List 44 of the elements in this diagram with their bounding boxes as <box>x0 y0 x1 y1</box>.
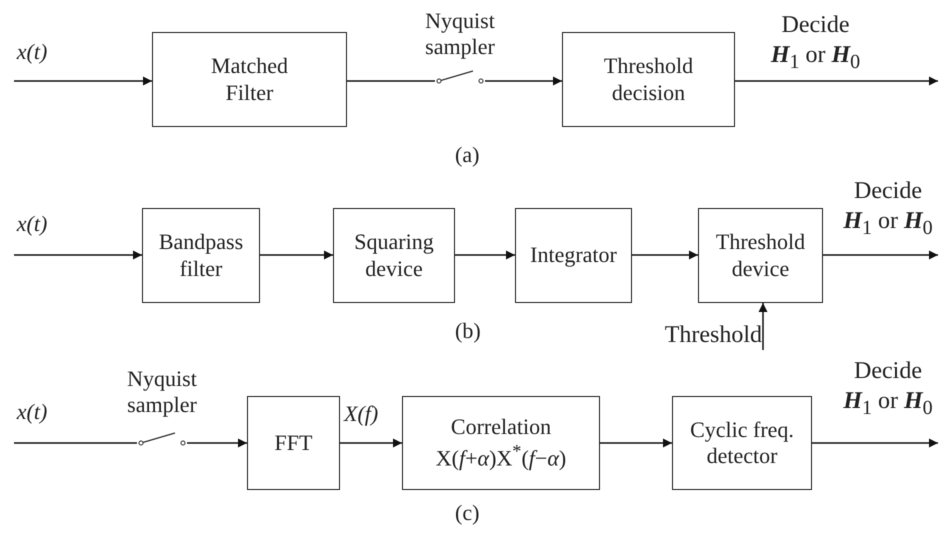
node-text: Cyclic freq. detector <box>689 416 795 470</box>
signal-name: x(t) <box>16 398 48 426</box>
process-box <box>152 32 347 127</box>
node-text: Threshold decision <box>604 53 694 106</box>
process-box <box>698 208 823 303</box>
node-text: Squaring device <box>353 229 435 282</box>
process-box <box>515 208 632 303</box>
signal-name: x(t) <box>16 210 48 238</box>
arrow <box>14 250 142 260</box>
panel-label: (c) <box>455 500 480 526</box>
node-text: Decide H$_{1}$ or H$_{0}$ <box>770 11 862 75</box>
arrow <box>14 76 152 86</box>
node-text: Nyquist sampler <box>424 8 496 61</box>
signal-name: x(t) <box>16 38 48 66</box>
arrow <box>485 76 562 86</box>
node-text: Decide H$_{1}$ or H$_{0}$ <box>842 177 934 241</box>
panel-label: (a) <box>455 142 480 168</box>
arrow <box>735 76 938 86</box>
arrow <box>758 303 768 350</box>
process-box <box>562 32 735 127</box>
node-text: Bandpass filter <box>158 229 244 282</box>
node-text: Decide H$_{1}$ or H$_{0}$ <box>842 357 934 421</box>
process-box <box>142 208 260 303</box>
arrow <box>260 250 333 260</box>
node-text: Threshold device <box>714 229 806 282</box>
node-text: Matched Filter <box>210 53 289 106</box>
node-text: Threshold <box>664 321 762 350</box>
formula-text: X(f+α)X$^{*}$(f−α) <box>436 440 566 472</box>
arrow <box>455 250 515 260</box>
arrow <box>600 438 672 448</box>
node-text: Correlation <box>450 414 552 441</box>
arrow <box>632 250 698 260</box>
node-text: FFT <box>274 430 312 456</box>
process-box <box>402 396 600 490</box>
process-box <box>333 208 455 303</box>
process-box <box>247 396 340 490</box>
arrow <box>823 250 938 260</box>
arrow <box>812 438 938 448</box>
panel-label: (b) <box>455 318 481 344</box>
arrow <box>340 438 402 448</box>
node-text: Integrator <box>530 242 617 269</box>
arrow <box>187 438 247 448</box>
process-box <box>672 396 812 490</box>
node-text: Nyquist sampler <box>126 366 198 419</box>
